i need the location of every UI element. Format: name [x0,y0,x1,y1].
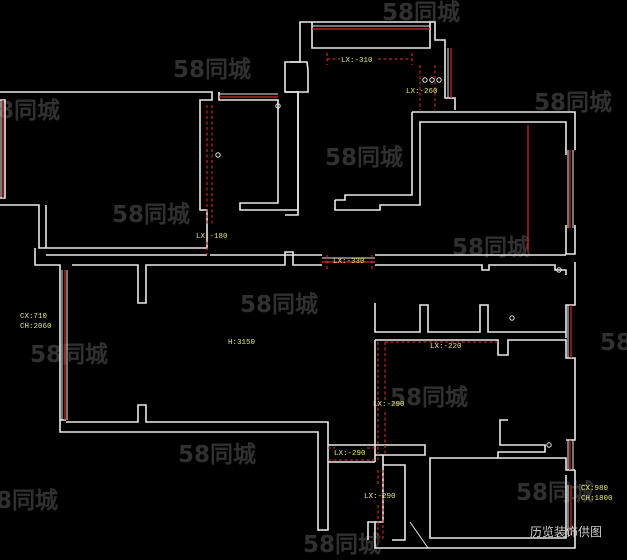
wall-upper-rooms [218,21,456,211]
fixture-point [436,77,442,83]
wall-segment [565,225,576,255]
wall-corridor-line [375,264,567,275]
dimension-label: LX:-290 [364,493,396,501]
fixture-point [215,152,221,158]
windows [0,25,574,535]
image-credit-caption: 历览装饰供图 [529,525,602,539]
wall-closets [374,303,566,333]
dimension-label: LX:-310 [341,57,373,65]
window-size-label: CH:2060 [20,323,52,331]
fixture-point [422,77,428,83]
watermark: 58同城 [390,384,468,411]
labels: LX:-310 LX:-260 LX:-180 LX:-330 LX:-220 … [20,57,613,503]
wall-bottom-room [367,470,576,549]
watermark: 58同城 [600,329,627,356]
fixture-point [556,267,562,273]
fixture-point [429,77,435,83]
wall-corridor-left [34,248,66,421]
ceiling-height-label: H:3150 [228,339,256,347]
wall-top-left-room [0,91,213,249]
watermark: 58同城 [178,441,256,468]
fixture-point [275,103,281,109]
watermark: 58同城 [112,201,190,228]
wall-segment [383,464,406,541]
wall-segment [374,340,426,456]
window-size-label: CX:980 [581,485,609,493]
wall-balcony-top [311,22,431,49]
dimension-label: LX:-260 [406,88,438,96]
window-size-label: CH:1800 [581,495,613,503]
wall-segment [290,61,309,210]
dimension-label: LX:-330 [333,258,365,266]
dimension-label: LX:-180 [196,233,228,241]
wall-lower-right [497,419,575,471]
wall-segment [285,210,299,216]
watermark: 58同城 [240,291,318,318]
wall-segment [335,112,413,201]
watermark: 58同城 [0,97,60,124]
watermark: 58同城 [303,531,381,558]
walls [0,21,576,549]
window-size-label: CX:710 [20,313,48,321]
dimension-label: LX:-220 [430,343,462,351]
watermark: 58同城 [516,479,594,506]
fixture-point [546,442,552,448]
watermark: 58同城 [325,144,403,171]
watermark: 58同城 [0,487,58,514]
wall-right-side [565,262,576,338]
wall-segment [375,455,384,523]
watermark: 58同城 [173,56,251,83]
wall-living-bottom [59,404,329,531]
dimension-label: LX:-290 [334,450,366,458]
wall-corridor-line [72,251,322,304]
wall-segment [429,457,567,539]
dimension-label: LX:-290 [373,401,405,409]
watermark: 58同城 [30,341,108,368]
wall-mid-right [375,339,576,441]
watermark: 58同城 [452,234,530,261]
wall-right-upper-room [334,121,567,211]
door-swing [409,521,429,549]
fixtures [215,77,562,549]
fixture-point [509,315,515,321]
dimension-lines [206,53,498,540]
wall-segment [412,111,576,150]
